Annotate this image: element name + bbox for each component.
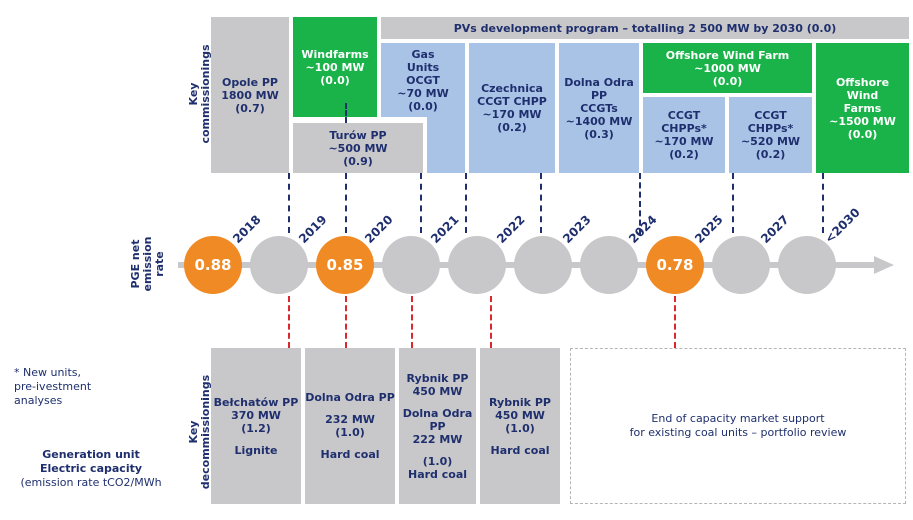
rate-circle-2022: [448, 236, 506, 294]
year-label-2024: 2024: [626, 212, 660, 246]
year-label-2025: 2025: [692, 212, 726, 246]
decom-connector-2025: [674, 296, 676, 348]
connector-2025: [732, 173, 734, 233]
year-label-2022: 2022: [494, 212, 528, 246]
connector-2024: [639, 173, 641, 235]
rate-circle-2020: 0.85: [316, 236, 374, 294]
rate-circle-2019: [250, 236, 308, 294]
year-label-2030: <2030: [822, 205, 863, 246]
pv-program-box: PVs development program – totalling 2 50…: [381, 17, 909, 39]
connector-2030: [822, 173, 824, 233]
year-label-2018: 2018: [230, 212, 264, 246]
offshore-wind-farms-box: Offshore Wind Farms ~1500 MW (0.0): [816, 43, 909, 173]
year-label-2027: 2027: [758, 212, 792, 246]
rate-circle-2025: 0.78: [646, 236, 704, 294]
connector-2023: [540, 173, 542, 233]
windfarms-box: Windfarms ~100 MW (0.0): [293, 17, 377, 117]
rate-circle-2030: [778, 236, 836, 294]
decom-connector-2020: [345, 296, 347, 348]
dolna-odra-decom-box: Dolna Odra PP 232 MW (1.0) Hard coal: [305, 348, 395, 504]
rate-circle-2023: [514, 236, 572, 294]
decommissionings-label: Key decommissionings: [187, 374, 212, 490]
new-units-note: * New units, pre-ivestment analyses: [14, 366, 92, 407]
connector-2019: [288, 173, 290, 233]
rybnik-box: Rybnik PP 450 MW (1.0) Hard coal: [480, 348, 560, 504]
offshore-wind-farm-box: Offshore Wind Farm ~1000 MW (0.0): [643, 43, 812, 93]
decom-connector-2022: [490, 296, 492, 348]
belchatow-box: Bełchatów PP 370 MW (1.2) Lignite: [211, 348, 301, 504]
end-of-capacity-market-box: End of capacity market support for exist…: [570, 348, 906, 504]
czechnica-box: Czechnica CCGT CHPP ~170 MW (0.2): [469, 43, 555, 173]
commissionings-label: Key commissionings: [187, 44, 212, 144]
gas-units-box: Gas Units OCGT ~70 MW (0.0): [381, 43, 465, 117]
rate-circle-2024: [580, 236, 638, 294]
ccgt-chpps-520-box: CCGT CHPPs* ~520 MW (0.2): [729, 97, 812, 173]
decom-connector-2019: [288, 296, 290, 348]
ccgt-chpps-170-box: CCGT CHPPs* ~170 MW (0.2): [643, 97, 725, 173]
connector-2020: [345, 173, 347, 233]
year-label-2023: 2023: [560, 212, 594, 246]
connector-2021: [420, 173, 422, 233]
year-label-2019: 2019: [296, 212, 330, 246]
rybnik-dolna-odra-box: Rybnik PP 450 MW Dolna Odra PP 222 MW (1…: [399, 348, 476, 504]
emission-rate-label: PGE net emission rate: [129, 236, 166, 292]
rate-circle-2021: [382, 236, 440, 294]
opole-pp-box: Opole PP 1800 MW (0.7): [211, 17, 289, 173]
rate-circle-2027: [712, 236, 770, 294]
year-label-2021: 2021: [428, 212, 462, 246]
timeline-arrowhead: [874, 256, 894, 274]
connector-2020-windfarms: [345, 103, 347, 123]
rate-circle-2018: 0.88: [184, 236, 242, 294]
connector-2022: [465, 173, 467, 233]
gas-units-extension: [427, 117, 465, 173]
decom-connector-2021: [411, 296, 413, 348]
legend-note: Generation unit Electric capacity (emiss…: [20, 448, 162, 489]
year-label-2020: 2020: [362, 212, 396, 246]
dolna-odra-ccgt-box: Dolna Odra PP CCGTs ~1400 MW (0.3): [559, 43, 639, 173]
turow-pp-box: Turów PP ~500 MW (0.9): [293, 123, 423, 173]
